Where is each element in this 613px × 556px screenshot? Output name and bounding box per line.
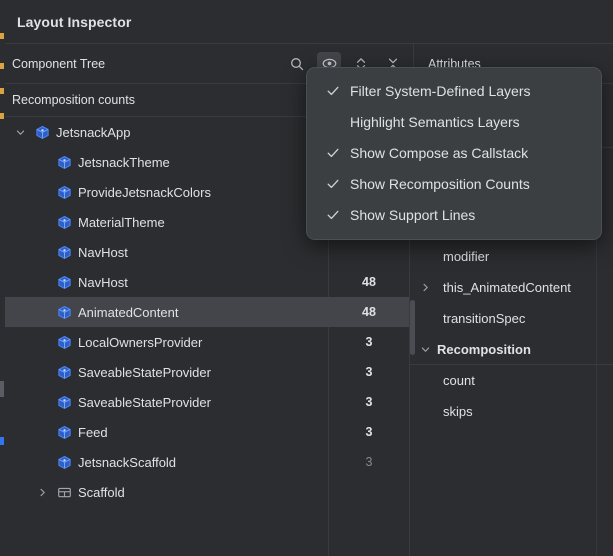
attribute-row[interactable]: count: [410, 365, 613, 396]
tree-row[interactable]: SaveableStateProvider 3: [5, 387, 409, 417]
attribute-row[interactable]: transitionSpec: [410, 303, 613, 334]
gutter-marker: [0, 113, 4, 119]
attributes-scrollbar-thumb[interactable]: [410, 300, 415, 355]
attributes-section-header[interactable]: Recomposition: [410, 334, 613, 365]
tree-row-label: NavHost: [78, 244, 128, 260]
tree-row[interactable]: JetsnackTheme: [5, 147, 409, 177]
tree-row[interactable]: MaterialTheme: [5, 207, 409, 237]
attribute-row[interactable]: skips: [410, 396, 613, 427]
recomposition-count: 3: [365, 335, 373, 349]
tree-row[interactable]: LocalOwnersProvider 3: [5, 327, 409, 357]
menu-item[interactable]: Filter System-Defined Layers: [307, 75, 601, 106]
compose-node-icon: [56, 304, 72, 320]
tree-row-label: JetsnackTheme: [78, 154, 170, 170]
tree-row-label: Feed: [78, 424, 108, 440]
recomposition-count: 3: [365, 365, 373, 379]
tree-row-label: Scaffold: [78, 484, 125, 500]
attribute-name: skips: [443, 404, 473, 419]
menu-item-label: Filter System-Defined Layers: [350, 82, 531, 99]
tree-row-label: MaterialTheme: [78, 214, 165, 230]
attributes-column-divider: [596, 117, 597, 556]
chevron-right-icon[interactable]: [35, 485, 49, 499]
recomposition-count: 48: [362, 305, 376, 319]
chevron-down-icon[interactable]: [13, 125, 27, 139]
menu-item-label: Show Support Lines: [350, 206, 476, 223]
tree-row-label: LocalOwnersProvider: [78, 334, 203, 350]
gutter-marker: [0, 437, 4, 445]
compose-node-icon: [56, 214, 72, 230]
tree-row[interactable]: NavHost 48: [5, 267, 409, 297]
menu-item[interactable]: Show Compose as Callstack: [307, 137, 601, 168]
compose-node-icon: [56, 184, 72, 200]
tree-row-label: SaveableStateProvider: [78, 394, 211, 410]
editor-gutter-markers: [0, 0, 5, 556]
compose-node-icon: [56, 244, 72, 260]
gutter-marker: [0, 63, 4, 69]
compose-node-icon: [56, 334, 72, 350]
chevron-down-icon[interactable]: [419, 343, 432, 356]
attribute-name: transitionSpec: [443, 311, 526, 326]
compose-node-icon: [56, 424, 72, 440]
tree-row[interactable]: JetsnackApp: [5, 117, 409, 147]
window-titlebar: Layout Inspector: [5, 0, 613, 43]
tree-row[interactable]: JetsnackScaffold 3: [5, 447, 409, 477]
tree-row-label: JetsnackApp: [56, 124, 131, 140]
menu-item[interactable]: Show Support Lines: [307, 199, 601, 230]
chevron-right-icon[interactable]: [419, 281, 432, 294]
check-icon: [325, 176, 341, 192]
menu-item-label: Show Recomposition Counts: [350, 175, 530, 192]
attribute-name: this_AnimatedContent: [443, 280, 571, 295]
search-icon[interactable]: [285, 52, 309, 76]
menu-item[interactable]: Show Recomposition Counts: [307, 168, 601, 199]
tree-row-label: NavHost: [78, 274, 128, 290]
tree-row-label: ProvideJetsnackColors: [78, 184, 211, 200]
attribute-name: count: [443, 373, 475, 388]
menu-item-label: Highlight Semantics Layers: [350, 113, 520, 130]
tree-row[interactable]: ProvideJetsnackColors: [5, 177, 409, 207]
tree-row[interactable]: Feed 3: [5, 417, 409, 447]
attribute-name: modifier: [443, 249, 490, 264]
compose-node-icon: [34, 124, 50, 140]
compose-node-icon: [56, 154, 72, 170]
tree-row-label: JetsnackScaffold: [78, 454, 177, 470]
panel-divider: [409, 84, 410, 556]
recomposition-count: 48: [362, 275, 376, 289]
compose-node-icon: [56, 454, 72, 470]
recomposition-count: 3: [365, 455, 373, 469]
gutter-marker: [0, 381, 4, 397]
tree-row[interactable]: AnimatedContent 48: [5, 297, 409, 327]
compose-node-icon: [56, 364, 72, 380]
compose-node-icon: [56, 394, 72, 410]
tree-row[interactable]: NavHost: [5, 237, 409, 267]
attribute-row[interactable]: this_AnimatedContent: [410, 272, 613, 303]
menu-item[interactable]: Highlight Semantics Layers: [307, 106, 601, 137]
attribute-row[interactable]: modifier: [410, 241, 613, 272]
tree-row[interactable]: SaveableStateProvider 3: [5, 357, 409, 387]
tree-row-label: AnimatedContent: [78, 304, 179, 320]
check-icon: [325, 83, 341, 99]
tree-row[interactable]: Scaffold: [5, 477, 409, 507]
recomposition-count: 3: [365, 425, 373, 439]
check-icon: [325, 207, 341, 223]
gutter-marker: [0, 88, 4, 94]
gutter-marker: [0, 33, 4, 39]
compose-node-icon: [56, 274, 72, 290]
recomposition-counts-label: Recomposition counts: [12, 93, 135, 107]
page-title: Layout Inspector: [17, 13, 132, 30]
check-icon: [325, 145, 341, 161]
attributes-section-title: Recomposition: [437, 341, 531, 357]
component-tree-label: Component Tree: [12, 56, 106, 71]
menu-item-label: Show Compose as Callstack: [350, 144, 529, 161]
view-layout-icon: [56, 484, 72, 500]
recomposition-count: 3: [365, 395, 373, 409]
tree-row-label: SaveableStateProvider: [78, 364, 211, 380]
counts-column-divider: [328, 117, 329, 556]
